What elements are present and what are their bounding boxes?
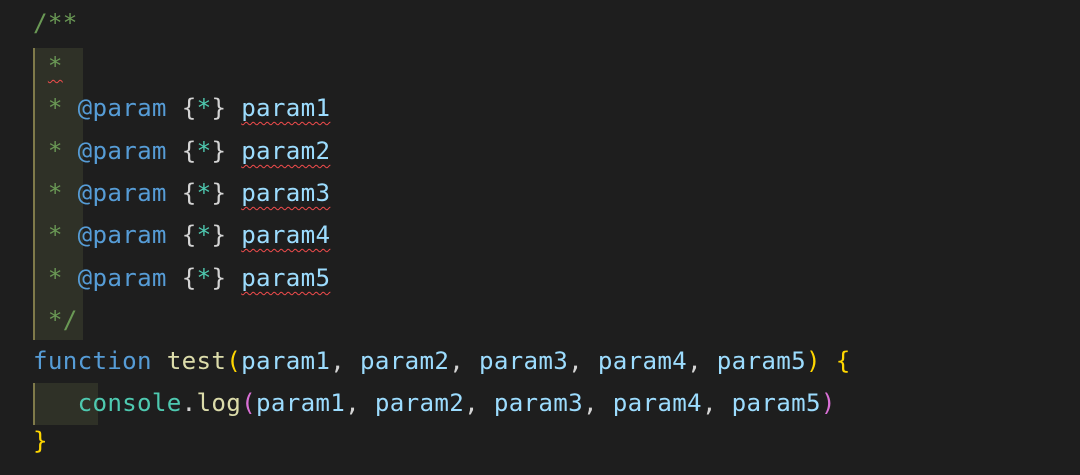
doc-type-close: } (211, 221, 227, 249)
log-method: log (196, 389, 242, 417)
call-paren-open: ( (241, 389, 256, 417)
doc-comment-star: * (47, 52, 63, 80)
code-line-function-declaration[interactable]: function test(param1, param2, param3, pa… (33, 347, 851, 375)
code-line-doc-open[interactable]: /** (33, 2, 78, 44)
argument: param3 (493, 389, 584, 417)
doc-param-name: param4 (241, 221, 331, 249)
doc-type-star: * (196, 221, 212, 249)
parameter: param4 (597, 347, 688, 375)
doc-type-close: } (211, 94, 227, 122)
indent-highlight (35, 48, 83, 340)
member-dot: . (181, 389, 197, 417)
parameter: param1 (241, 347, 331, 375)
code-line-param-doc[interactable]: * @param {*} param4 (33, 214, 330, 256)
console-object: console (77, 389, 182, 417)
code-line-doc-close[interactable]: */ (33, 299, 78, 341)
doc-type-open: { (181, 264, 197, 292)
doc-comment-star: * (47, 137, 63, 165)
doc-type-star: * (196, 264, 212, 292)
code-line-param-doc[interactable]: * @param {*} param2 (33, 130, 330, 172)
doc-comment-close: */ (47, 306, 78, 334)
doc-param-tag: @param (77, 179, 167, 207)
doc-type-star: * (196, 179, 212, 207)
doc-type-open: { (181, 179, 197, 207)
doc-param-tag: @param (77, 221, 167, 249)
doc-param-name: param2 (241, 137, 331, 165)
doc-param-tag: @param (77, 94, 167, 122)
doc-type-open: { (181, 137, 197, 165)
code-line-doc-blank[interactable]: * (33, 45, 63, 87)
doc-type-star: * (196, 137, 212, 165)
doc-type-close: } (211, 179, 227, 207)
parameter: param5 (716, 347, 806, 375)
parameter: param2 (360, 347, 450, 375)
doc-param-tag: @param (77, 264, 167, 292)
paren-open: ( (226, 347, 242, 375)
doc-type-open: { (181, 94, 197, 122)
function-name: test (166, 347, 227, 375)
code-line-param-doc[interactable]: * @param {*} param1 (33, 87, 330, 129)
doc-param-name: param1 (241, 94, 331, 122)
paren-close: ) (805, 347, 821, 375)
argument: param4 (612, 389, 702, 417)
call-paren-close: ) (820, 389, 836, 417)
indent-guide (33, 48, 35, 340)
argument: param2 (374, 389, 465, 417)
code-line-param-doc[interactable]: * @param {*} param5 (33, 257, 330, 299)
brace-open: { (835, 347, 851, 375)
doc-comment-star: * (47, 94, 63, 122)
doc-param-tag: @param (77, 137, 167, 165)
indent-highlight (35, 383, 98, 425)
doc-comment-open: /** (33, 9, 78, 37)
doc-comment-star: * (47, 221, 63, 249)
argument: param1 (255, 389, 346, 417)
argument: param5 (731, 389, 821, 417)
doc-comment-star: * (47, 264, 63, 292)
indent-guide (33, 383, 35, 425)
doc-type-close: } (211, 264, 227, 292)
doc-type-star: * (196, 94, 212, 122)
doc-type-close: } (211, 137, 227, 165)
doc-param-name: param3 (241, 179, 331, 207)
doc-comment-star: * (47, 179, 63, 207)
code-line-brace-close[interactable]: } (33, 420, 48, 462)
doc-param-name: param5 (241, 264, 331, 292)
brace-close: } (33, 427, 48, 455)
parameter: param3 (478, 347, 569, 375)
doc-type-open: { (181, 221, 197, 249)
code-line-console-log[interactable]: console.log(param1, param2, param3, para… (77, 389, 836, 417)
function-keyword: function (33, 347, 152, 375)
code-line-param-doc[interactable]: * @param {*} param3 (33, 172, 330, 214)
